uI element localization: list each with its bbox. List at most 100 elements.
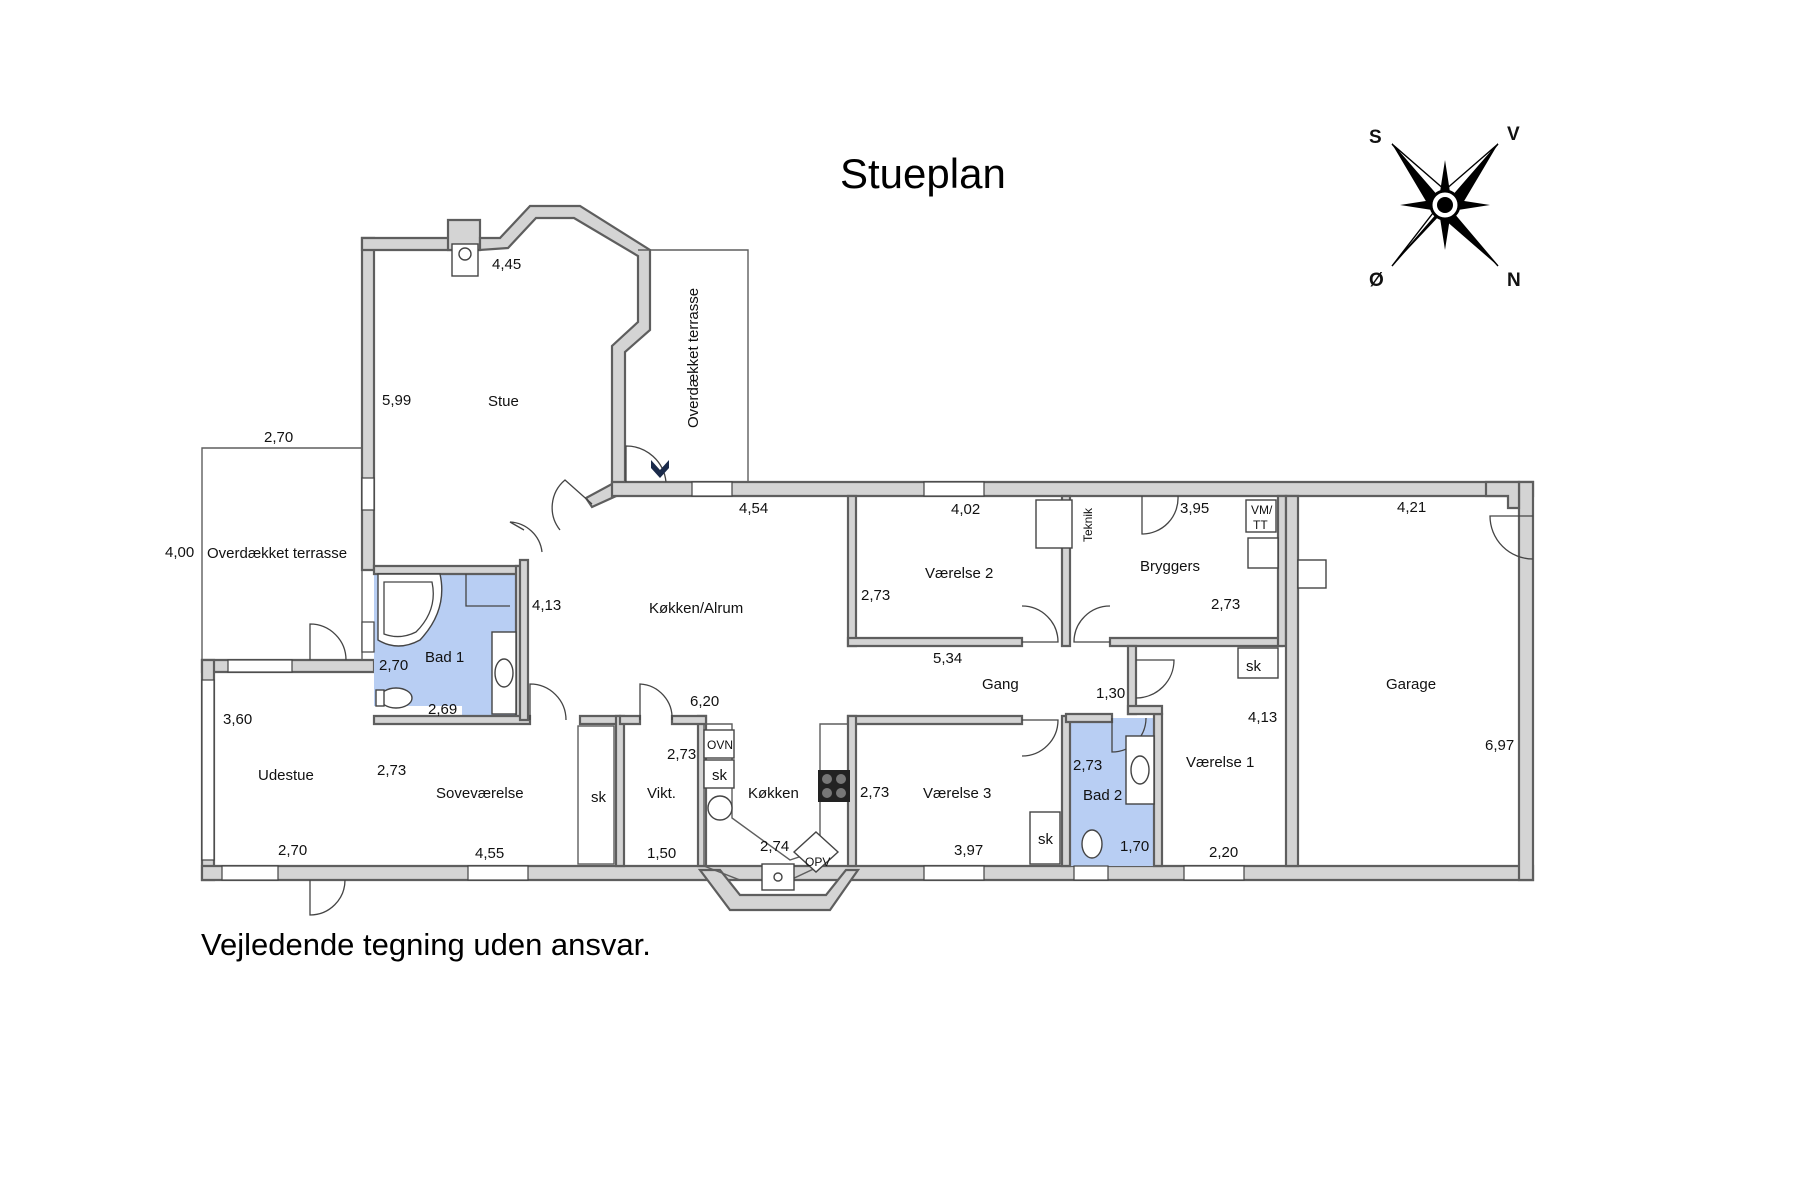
wall-stue-bay: [478, 204, 652, 509]
dim-gang-w: 5,34: [933, 650, 962, 667]
vaer3-sk: [1029, 811, 1061, 865]
window-udestue-top: [227, 659, 293, 673]
compass-center-dot: [1437, 197, 1453, 213]
room-label-bad-1: Bad 1: [425, 649, 464, 666]
wall-vaer3-top: [846, 714, 1024, 726]
disclaimer-text: Vejledende tegning uden ansvar.: [201, 927, 651, 962]
door-stue-alrum-a: [551, 479, 593, 531]
wall-main-bottom: [200, 864, 1535, 882]
kitchen-sink-drain: [773, 872, 783, 882]
room-label-bryggers: Bryggers: [1140, 558, 1200, 575]
window-vaer3-bottom: [923, 865, 985, 881]
teknik-box: [1035, 499, 1073, 549]
wall-vaer2-left: [846, 494, 858, 648]
window-alrum-top: [691, 481, 733, 497]
ovn-box: [703, 729, 735, 759]
room-label-terrasse-top: Overdækket terrasse: [685, 288, 702, 428]
door-bryg-top: [1141, 495, 1179, 535]
garage-sink: [1297, 559, 1327, 589]
wall-vikt-top2: [670, 714, 708, 726]
window-bad1-left: [361, 621, 375, 653]
wall-main-top: [610, 480, 1535, 498]
sk-kitchen-box: [703, 759, 735, 789]
label-sk-sovevaerelse: sk: [591, 789, 607, 806]
wall-garage-left: [1284, 494, 1300, 868]
room-label-vikt: Vikt.: [647, 785, 676, 802]
dishwasher: [792, 831, 840, 873]
label-sk-koekken: sk: [712, 767, 728, 784]
wall-vaer1-top: [1126, 644, 1138, 716]
fixtures: [375, 243, 1327, 891]
door-vikt: [639, 683, 673, 721]
window-sove-bottom: [467, 865, 529, 881]
vm-tt-box: [1245, 499, 1277, 533]
wall-main-right: [1517, 480, 1535, 882]
window-udestue-bottom: [221, 865, 279, 881]
extractor-fan: [707, 795, 733, 821]
toilet-bad2: [1081, 829, 1103, 859]
window-bad2-bottom: [1073, 865, 1109, 881]
cooktop: [818, 770, 850, 802]
room-label-vaerelse-1: Værelse 1: [1186, 754, 1254, 771]
door-udestue-bottom: [309, 879, 346, 916]
dim-terr-left-w: 2,70: [264, 429, 293, 446]
wardrobe-sove: [577, 725, 615, 865]
dim-koek-w: 2,74: [760, 838, 789, 855]
label-vm: VM/: [1251, 503, 1273, 517]
wall-bryg-right: [1276, 494, 1288, 648]
bryggers-sk: [1237, 647, 1279, 679]
door-vaer3: [1021, 719, 1059, 757]
compass-needle-n: [1437, 205, 1498, 266]
door-stue-alrum-b: [509, 521, 543, 553]
windows: [201, 477, 1245, 881]
room-label-garage: Garage: [1386, 676, 1436, 693]
door-udestue-out: [309, 623, 347, 661]
window-stue-left: [361, 477, 375, 511]
dim-bryg-h: 2,73: [1211, 596, 1240, 613]
kitchen-counter: [703, 723, 849, 881]
dim-gang-h: 1,30: [1096, 685, 1125, 702]
stove-stue-circle: [458, 247, 472, 261]
dim-bad2-w: 1,70: [1120, 838, 1149, 855]
bryggers-sink: [1247, 537, 1279, 569]
outer-walls: [200, 204, 1535, 912]
room-label-udestue: Udestue: [258, 767, 314, 784]
room-labels: Stue Overdækket terrasse Overdækket terr…: [207, 288, 1436, 804]
terrace-left-outline: [201, 447, 363, 661]
dim-bad1-h: 2,70: [379, 657, 408, 674]
entry-arrow-icon: [651, 460, 669, 478]
dim-vaer1-w: 2,20: [1209, 844, 1238, 861]
dim-bad2-h: 2,73: [1073, 757, 1102, 774]
plan-title: Stueplan: [840, 150, 1006, 197]
toilet-bad1-tank: [375, 689, 385, 707]
terrace-top-outline: [638, 249, 749, 482]
sink-bad1-basin: [494, 658, 514, 688]
dim-stue-w: 4,45: [492, 256, 521, 273]
window-vaer2-top: [923, 481, 985, 497]
wall-kitchen-bay: [697, 868, 861, 912]
wall-garage-top-stub: [1484, 480, 1521, 510]
door-vaer1: [1135, 659, 1175, 699]
room-label-koekken-alrum: Køkken/Alrum: [649, 600, 743, 617]
compass-label-v: V: [1507, 124, 1520, 145]
wall-vaer2-bottom: [846, 636, 1024, 648]
door-sove: [529, 683, 567, 721]
dim-sove-w: 4,55: [475, 845, 504, 862]
wall-bryg-bottom: [1108, 636, 1284, 648]
dim-vaer1-h: 4,13: [1248, 709, 1277, 726]
dim-bryg-w: 3,95: [1180, 500, 1209, 517]
label-opv: OPV: [805, 855, 830, 869]
interior-walls: [201, 249, 1300, 881]
shower-bad1: [465, 574, 510, 607]
dim-garage-h: 6,97: [1485, 737, 1514, 754]
room-label-stue: Stue: [488, 393, 519, 410]
wall-vikt-top: [618, 714, 642, 726]
wall-bad1-top: [372, 564, 522, 576]
label-sk-vaerelse3: sk: [1038, 831, 1054, 848]
compass-label-n: N: [1507, 270, 1521, 291]
doors: [309, 445, 1534, 916]
door-stue-terrace: [625, 445, 667, 483]
cooktop-burner-3: [822, 788, 832, 798]
fixture-labels: Teknik VM/ TT sk sk sk sk OVN OPV: [591, 503, 1273, 869]
